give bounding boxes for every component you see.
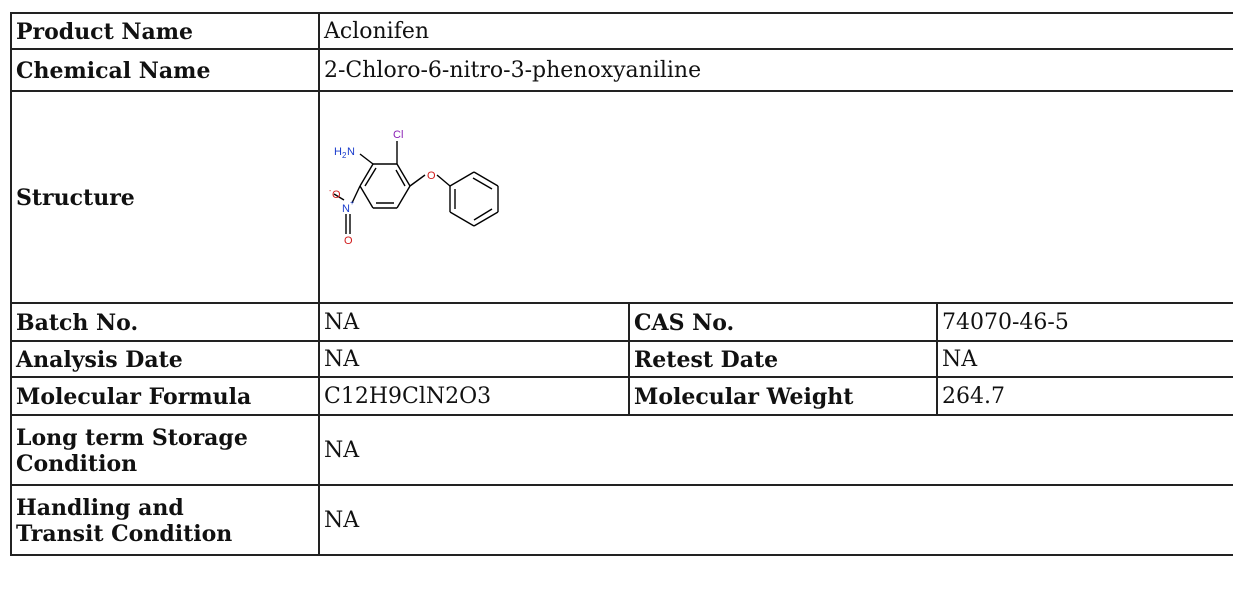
chlorine-label: Cl — [393, 129, 403, 141]
batch-no-value: NA — [318, 302, 630, 342]
row-batch-cas: Batch No. NA CAS No. 74070-46-5 — [10, 302, 1233, 342]
structure-label: Structure — [10, 90, 320, 304]
nitrogen-plus-label: + — [350, 200, 354, 207]
structure-image: Cl H 2 N O - O N + O — [320, 92, 1233, 302]
retest-date-value: NA — [936, 340, 1233, 378]
structure-cell: Cl H 2 N O - O N + O — [318, 90, 1233, 304]
amine-n-label: N — [347, 146, 355, 158]
row-chemical-name: Chemical Name 2-Chloro-6-nitro-3-phenoxy… — [10, 48, 1233, 92]
molecular-weight-label: Molecular Weight — [628, 376, 938, 416]
amine-subscript-label: 2 — [342, 151, 347, 160]
ether-oxygen-label: O — [427, 170, 436, 182]
retest-date-label: Retest Date — [628, 340, 938, 378]
cas-no-label: CAS No. — [628, 302, 938, 342]
handling-label-line2: Transit Condition — [16, 520, 233, 547]
row-storage: Long term Storage Condition NA — [10, 414, 1233, 486]
aclonifen-structure-diagram: Cl H 2 N O - O N + O — [329, 129, 499, 247]
nitro-nitrogen-label: N — [342, 203, 350, 215]
batch-no-label: Batch No. — [10, 302, 320, 342]
molecular-formula-value: C12H9ClN2O3 — [318, 376, 630, 416]
amine-h-label: H — [334, 146, 342, 158]
cas-no-value: 74070-46-5 — [936, 302, 1233, 342]
analysis-date-value: NA — [318, 340, 630, 378]
molecular-formula-label: Molecular Formula — [10, 376, 320, 416]
row-product-name: Product Name Aclonifen — [10, 12, 1233, 50]
handling-value: NA — [318, 484, 1233, 556]
handling-label: Handling and Transit Condition — [10, 484, 320, 556]
row-formula-weight: Molecular Formula C12H9ClN2O3 Molecular … — [10, 376, 1233, 416]
structure-bonds — [333, 141, 499, 234]
handling-label-line1: Handling and — [16, 494, 184, 521]
oxide-oxygen-label: O — [332, 189, 341, 201]
storage-label: Long term Storage Condition — [10, 414, 320, 486]
product-name-label: Product Name — [10, 12, 320, 50]
storage-label-line2: Condition — [16, 450, 138, 477]
storage-value: NA — [318, 414, 1233, 486]
molecular-weight-value: 264.7 — [936, 376, 1233, 416]
storage-label-line1: Long term Storage — [16, 424, 248, 451]
nitro-oxygen-label: O — [344, 235, 353, 247]
row-dates: Analysis Date NA Retest Date NA — [10, 340, 1233, 378]
chemical-name-label: Chemical Name — [10, 48, 320, 92]
row-handling: Handling and Transit Condition NA — [10, 484, 1233, 556]
product-spec-table: Product Name Aclonifen Chemical Name 2-C… — [10, 12, 1233, 556]
oxygen-minus-label: - — [329, 188, 332, 195]
product-name-value: Aclonifen — [318, 12, 1233, 50]
chemical-name-value: 2-Chloro-6-nitro-3-phenoxyaniline — [318, 48, 1233, 92]
row-structure: Structure — [10, 90, 1233, 304]
product-spec-sheet: Product Name Aclonifen Chemical Name 2-C… — [10, 12, 1233, 556]
analysis-date-label: Analysis Date — [10, 340, 320, 378]
